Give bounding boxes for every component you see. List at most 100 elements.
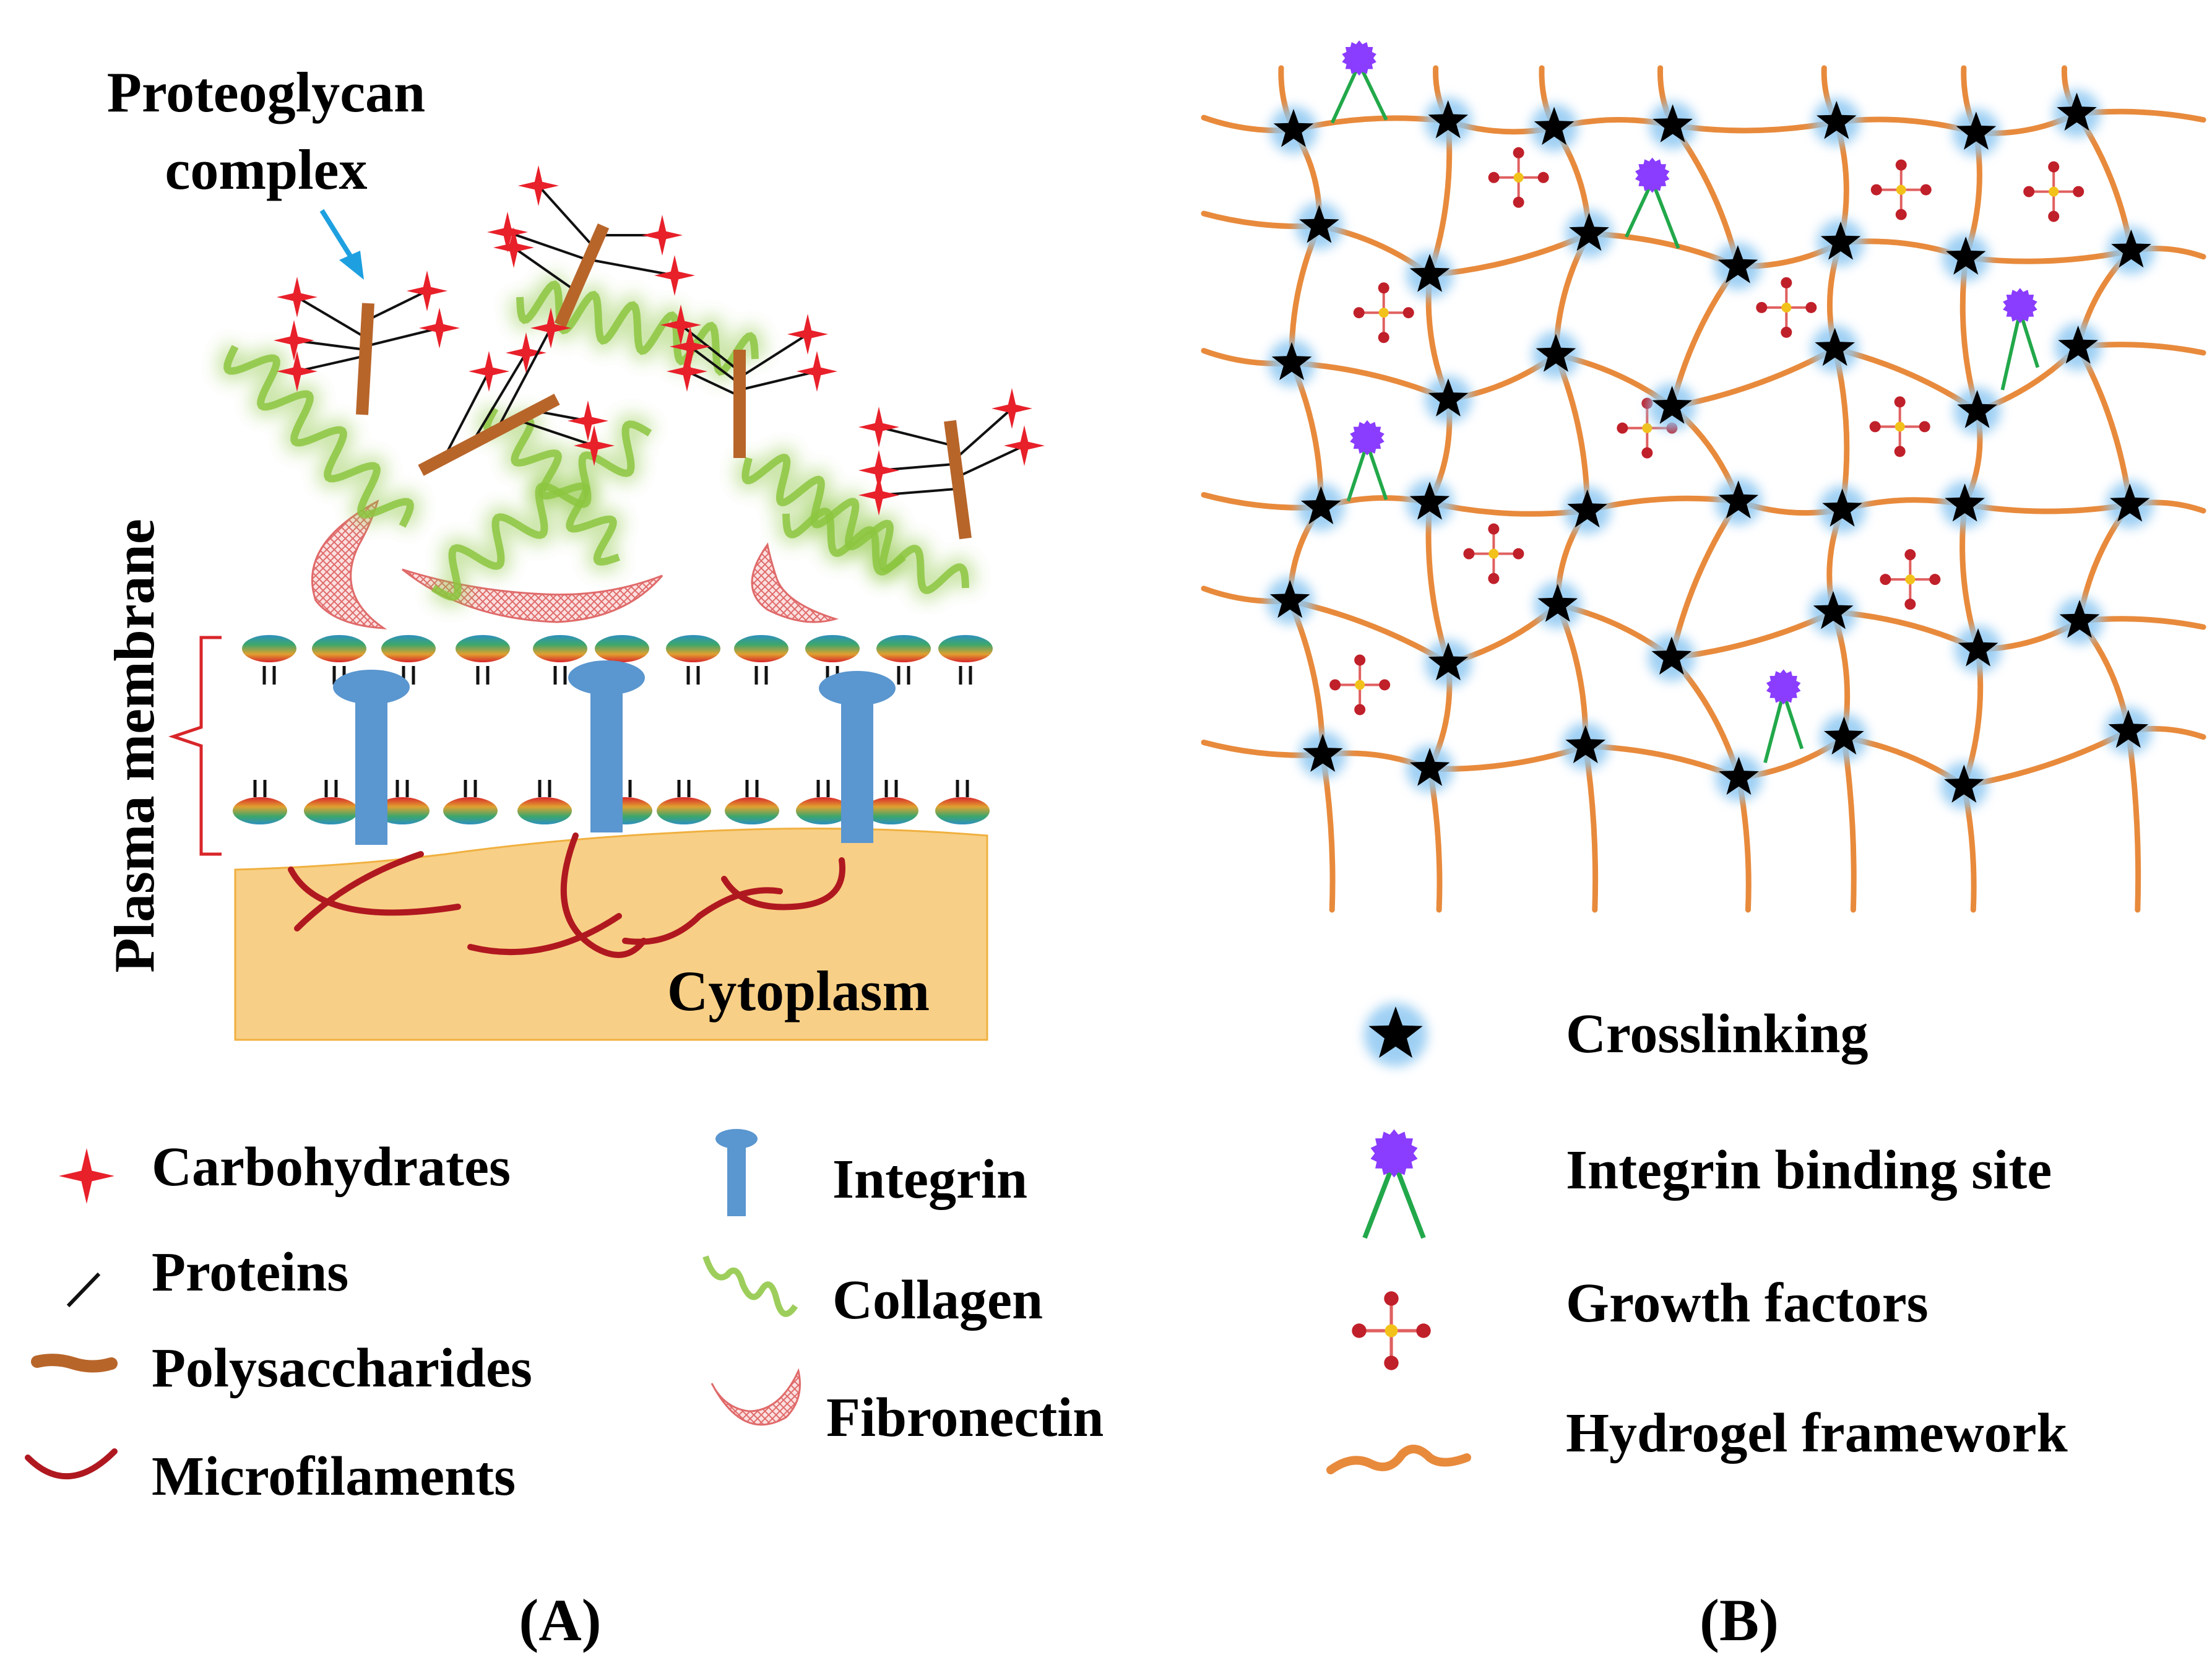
proteoglycan-2 xyxy=(487,165,695,328)
hydrogel-fiber-icon xyxy=(1326,1445,1471,1474)
protein-chain xyxy=(686,370,740,397)
legend-label: Fibronectin xyxy=(826,1387,1104,1448)
carbohydrate-star xyxy=(419,308,460,348)
crosslink-star xyxy=(1406,479,1454,527)
growth-factor xyxy=(1463,523,1524,584)
lipid-molecule xyxy=(443,780,498,824)
carbohydrate-star xyxy=(506,332,547,373)
carbohydrate-star xyxy=(858,450,899,491)
lipid-molecule xyxy=(796,780,850,824)
integrin-binding-site xyxy=(1763,669,1804,764)
crosslink-star xyxy=(2053,90,2101,137)
legend-label: Polysaccharides xyxy=(152,1338,532,1399)
lipid-molecule xyxy=(864,780,918,824)
proteoglycan-4 xyxy=(660,305,837,458)
carbohydrate-star xyxy=(642,215,683,256)
hydrogel-fiber xyxy=(1287,598,1326,758)
protein-chain xyxy=(444,371,490,456)
integrin-binding-site xyxy=(1625,157,1680,249)
carbohydrate-star xyxy=(797,351,837,392)
integrin-3 xyxy=(819,671,896,843)
hydrogel-fiber xyxy=(1669,609,1836,660)
hydrogel-fiber xyxy=(1963,248,2134,264)
crosslink-star xyxy=(1817,219,1864,267)
protein-chain xyxy=(363,327,440,348)
carbohydrate-star xyxy=(277,351,318,392)
protein-chain xyxy=(512,246,577,292)
crosslink-star xyxy=(1813,98,1860,146)
hydrogel-fiber xyxy=(1289,360,1451,402)
protein-chain xyxy=(363,290,428,323)
carbohydrate-star xyxy=(568,400,608,441)
protein-chain xyxy=(689,345,741,385)
carbohydrate-star-icon xyxy=(59,1148,114,1204)
hydrogel-fiber xyxy=(1427,231,1592,278)
polysaccharide-bar-icon xyxy=(31,1354,118,1373)
crosslink-star xyxy=(1299,731,1347,779)
membrane-label: Plasma membrane xyxy=(103,519,166,972)
legend-collagen: Collagen xyxy=(702,1255,1043,1331)
crosslink-star xyxy=(2106,481,2154,529)
integrin-binding-site xyxy=(1346,420,1388,502)
carbohydrate-star xyxy=(530,308,571,348)
crosslink-star xyxy=(1942,234,1990,282)
carbohydrate-star xyxy=(667,351,707,392)
carbohydrate-star xyxy=(469,351,509,392)
crosslink-star xyxy=(1424,639,1472,687)
protein-chain xyxy=(519,420,595,447)
growth-factor xyxy=(1488,147,1549,208)
hydrogel-fiber xyxy=(1961,728,2132,789)
protein-chain xyxy=(878,426,954,447)
legend-carbohydrates: Carbohydrates xyxy=(59,1136,511,1204)
carbohydrate-star xyxy=(487,212,528,253)
legend-label: Microfilaments xyxy=(152,1446,516,1507)
lipid-molecule xyxy=(242,635,296,685)
carbohydrate-star xyxy=(407,270,447,311)
legend-hydrogel-framework: Hydrogel framework xyxy=(1326,1403,2068,1474)
hydrogel-fiber xyxy=(1669,498,1742,660)
collagen-fiber-6 xyxy=(775,501,976,601)
legend-a: Carbohydrates Proteins Polysaccharides M… xyxy=(25,1129,1104,1507)
proteoglycan-complexes xyxy=(274,165,1045,540)
crosslink-star xyxy=(1424,97,1472,145)
collagen-fibers xyxy=(217,273,976,608)
lipid-molecule xyxy=(233,780,287,824)
crosslink-star xyxy=(1811,325,1859,373)
fibronectin-2 xyxy=(402,568,663,623)
polysaccharide-core xyxy=(554,223,610,328)
protein-chain xyxy=(957,444,1025,478)
lipid-molecule xyxy=(304,780,358,824)
lipid-molecule xyxy=(375,780,430,824)
crosslink-star xyxy=(2055,597,2103,645)
crosslink-star xyxy=(1714,478,1762,525)
hydrogel-fiber xyxy=(2075,344,2133,508)
crosslink-star xyxy=(1565,210,1613,257)
hydrogel-fiber xyxy=(1583,743,1599,913)
legend-crosslinking: Crosslinking xyxy=(1363,1003,1869,1067)
carbohydrate-star xyxy=(670,326,711,367)
legend-label: Carbohydrates xyxy=(152,1136,511,1198)
growth-factor xyxy=(1756,277,1817,338)
legend-proteins: Proteins xyxy=(66,1242,348,1308)
crosslink-star xyxy=(1563,486,1611,534)
growth-factor xyxy=(1617,397,1678,459)
fibronectin-3 xyxy=(751,542,839,623)
carbohydrate-star xyxy=(59,1148,114,1204)
carbohydrate-star xyxy=(1004,425,1045,466)
hydrogel-fiber xyxy=(1962,501,2133,514)
cytoplasm-label: Cytoplasm xyxy=(667,959,930,1022)
lipid-molecule xyxy=(517,780,572,824)
callout-line-2: complex xyxy=(165,138,367,201)
hydrogel-fiber xyxy=(1670,119,1839,134)
proteoglycan-1 xyxy=(274,270,460,415)
integrins xyxy=(333,660,896,845)
crosslink-star xyxy=(1820,714,1868,761)
protein-chain xyxy=(537,184,595,249)
crosslink-star-icon xyxy=(1363,1003,1428,1067)
crosslink-star xyxy=(1424,376,1472,423)
collagen-fiber-3 xyxy=(428,413,655,608)
growth-factor xyxy=(1352,1291,1431,1370)
growth-factor xyxy=(1870,159,1932,220)
crosslink-star xyxy=(1534,581,1581,629)
